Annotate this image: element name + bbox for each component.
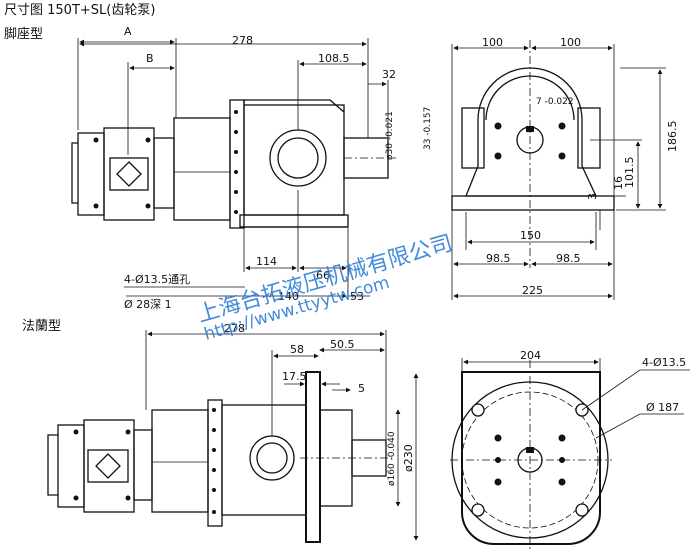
dim-3: 3 bbox=[586, 193, 599, 200]
dim-98-5-right: 98.5 bbox=[556, 252, 581, 265]
vane-pump-body bbox=[229, 99, 345, 229]
dim-114: 114 bbox=[256, 255, 277, 268]
foot-mount-side-view: A B 278 108.5 32 ø30 -0.021 33 -0.157 11… bbox=[71, 25, 433, 311]
dim-key-width: 7 -0.022 bbox=[536, 97, 574, 107]
dim-225: 225 bbox=[522, 284, 543, 297]
note-mounting-holes: 4-Ø13.5通孔 bbox=[124, 273, 190, 286]
dim-33: 33 -0.157 bbox=[423, 107, 433, 150]
watermark-company: 上海台拓液压机械有限公司 bbox=[195, 231, 456, 328]
dim-140: 140 bbox=[278, 290, 299, 303]
foot-mount-end-view: 100 100 7 -0.022 186.5 101.5 16 3 150 98… bbox=[451, 36, 679, 300]
drawing-title: 尺寸图 150T+SL(齿轮泵) bbox=[4, 3, 155, 18]
flange-mount-side-view: 278 58 50.5 17.5 5 ø160 -0.040 ø230 bbox=[47, 322, 419, 543]
flange-dim-17-5: 17.5 bbox=[282, 370, 307, 383]
gear-pump-body bbox=[71, 127, 175, 221]
dim-100-left: 100 bbox=[482, 36, 503, 49]
note-counterbore: Ø 28深 1 bbox=[124, 298, 172, 311]
flange-end-dim-204: 204 bbox=[520, 349, 541, 362]
dim-16: 16 bbox=[612, 176, 625, 190]
flange-dim-5: 5 bbox=[358, 382, 365, 395]
dim-108-5: 108.5 bbox=[318, 52, 350, 65]
flange-end-pcd: Ø 187 bbox=[646, 401, 679, 414]
dim-278: 278 bbox=[232, 34, 253, 47]
flange-dim-58: 58 bbox=[290, 343, 304, 356]
dim-186-5: 186.5 bbox=[666, 121, 679, 153]
dim-150: 150 bbox=[520, 229, 541, 242]
flange-dim-160: ø160 -0.040 bbox=[387, 431, 397, 486]
dim-66: 66 bbox=[316, 269, 330, 282]
dim-32: 32 bbox=[382, 68, 396, 81]
flange-dim-278: 278 bbox=[224, 322, 245, 335]
dim-98-5-left: 98.5 bbox=[486, 252, 511, 265]
dim-label-a: A bbox=[124, 25, 132, 38]
flange-dim-230: ø230 bbox=[402, 444, 415, 472]
foot-type-label: 脚座型 bbox=[4, 26, 43, 42]
dim-shaft-30: ø30 -0.021 bbox=[385, 111, 395, 160]
flange-end-view: 204 4-Ø13.5 Ø 187 bbox=[450, 349, 690, 550]
dim-100-right: 100 bbox=[560, 36, 581, 49]
dim-label-b: B bbox=[146, 52, 154, 65]
dim-53: 53 bbox=[350, 290, 364, 303]
flange-dim-50-5: 50.5 bbox=[330, 338, 355, 351]
flange-type-label: 法蘭型 bbox=[22, 318, 61, 334]
flange-end-holes: 4-Ø13.5 bbox=[642, 356, 686, 369]
dim-101-5: 101.5 bbox=[623, 157, 636, 189]
gear-pump-body-flange bbox=[47, 419, 153, 513]
